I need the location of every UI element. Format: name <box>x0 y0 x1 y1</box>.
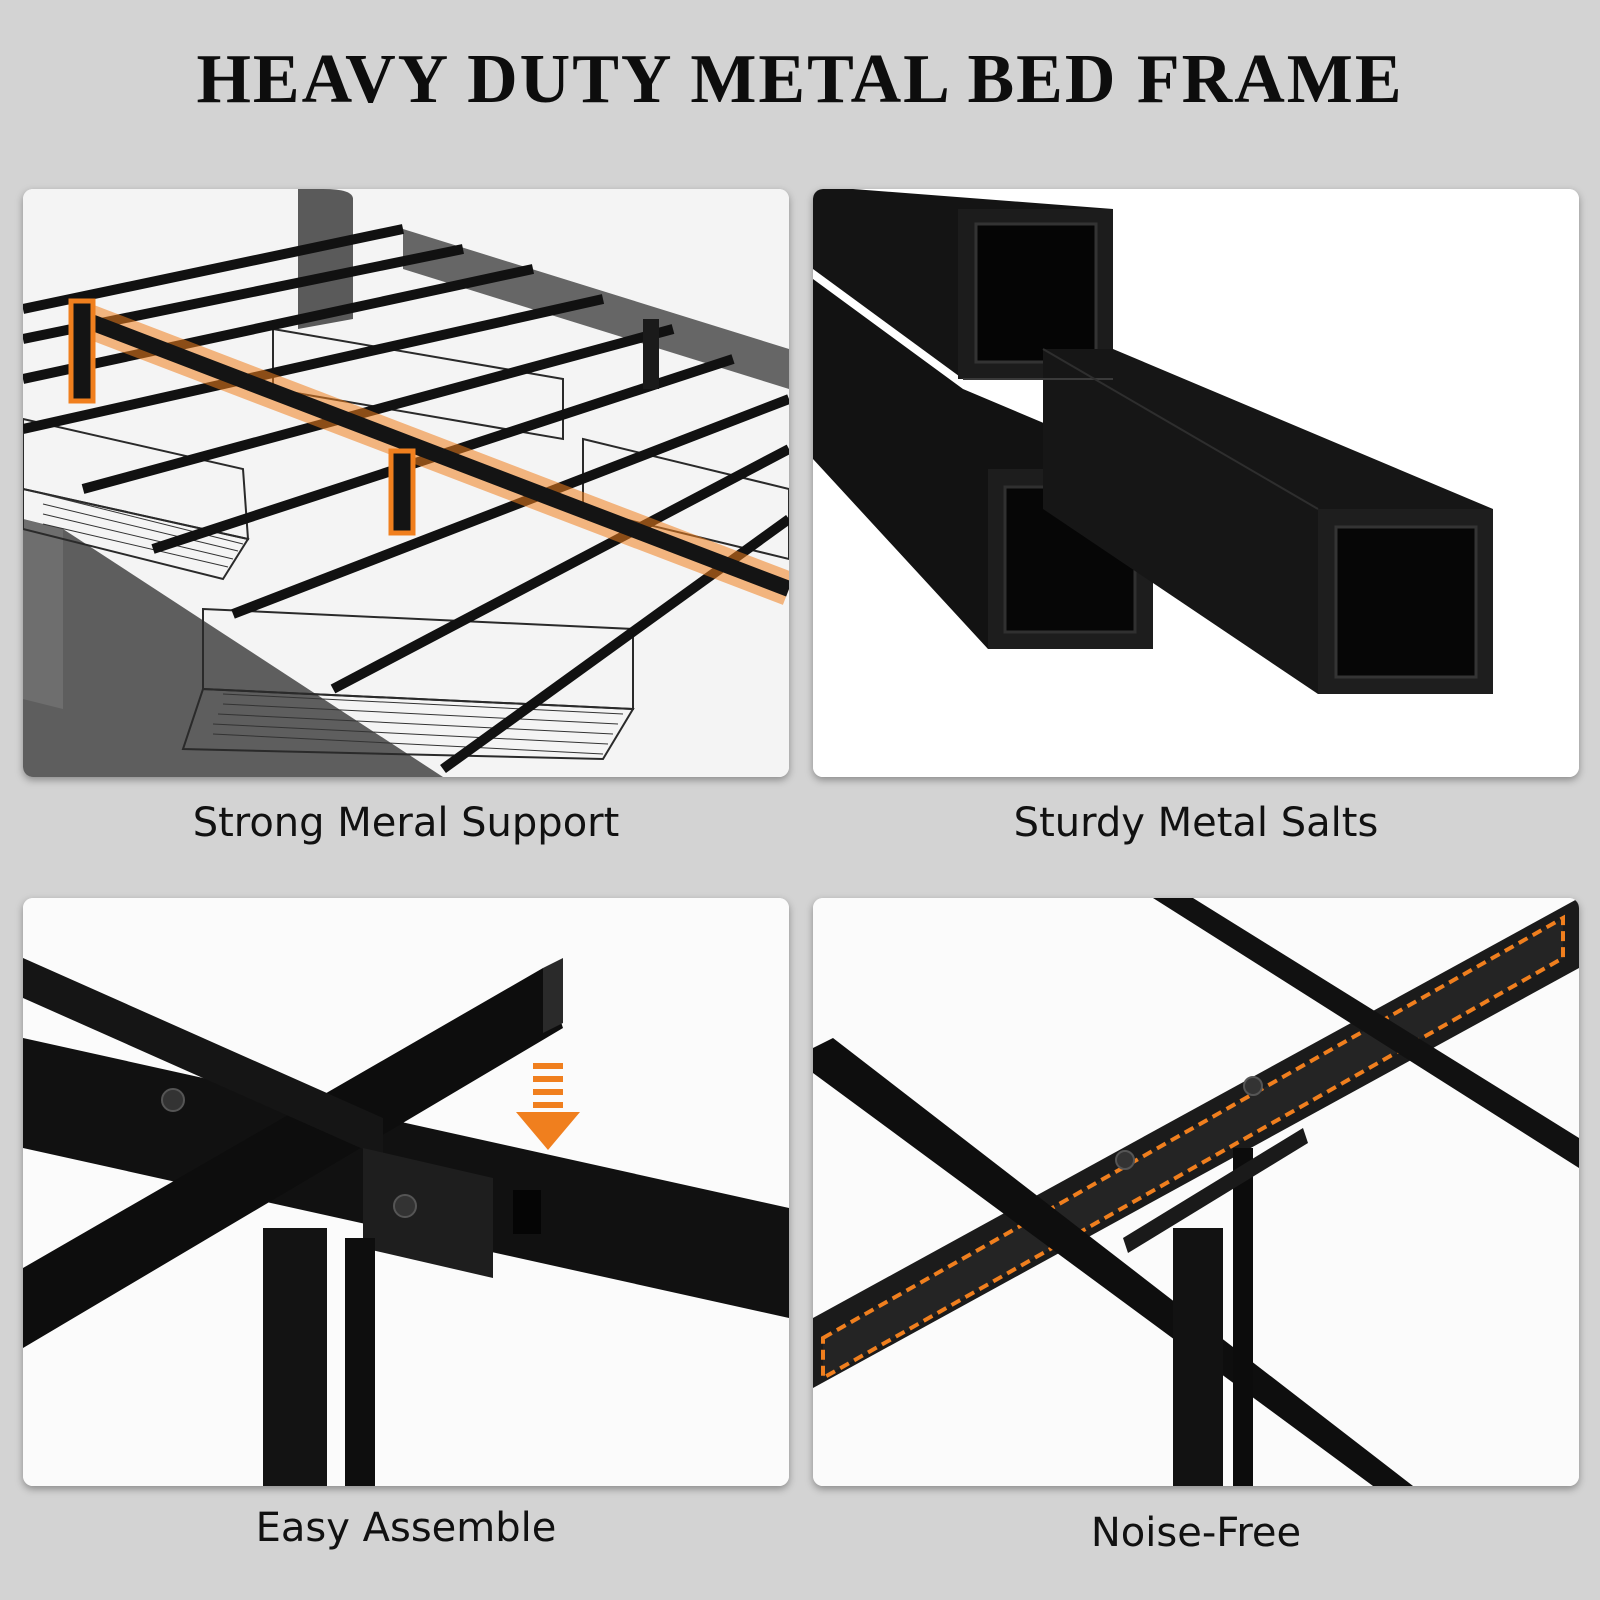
caption-noise-free: Noise-Free <box>1090 1510 1302 1556</box>
assembly-joint-photo <box>23 898 789 1486</box>
page-title: HEAVY DUTY METAL BED FRAME <box>196 41 1404 118</box>
caption-strong-support: Strong Meral Support <box>192 800 620 846</box>
caption-sturdy-slats: Sturdy Metal Salts <box>1013 800 1379 846</box>
felt-strip-illustration <box>813 898 1579 1486</box>
steel-tubes-illustration <box>813 189 1579 777</box>
bed-frame-photo <box>23 189 789 777</box>
steel-tubes-photo <box>813 189 1579 777</box>
assembly-joint-illustration <box>23 898 789 1486</box>
bed-frame-illustration <box>23 189 789 777</box>
caption-easy-assemble: Easy Assemble <box>255 1505 557 1551</box>
noise-free-photo <box>813 898 1579 1486</box>
